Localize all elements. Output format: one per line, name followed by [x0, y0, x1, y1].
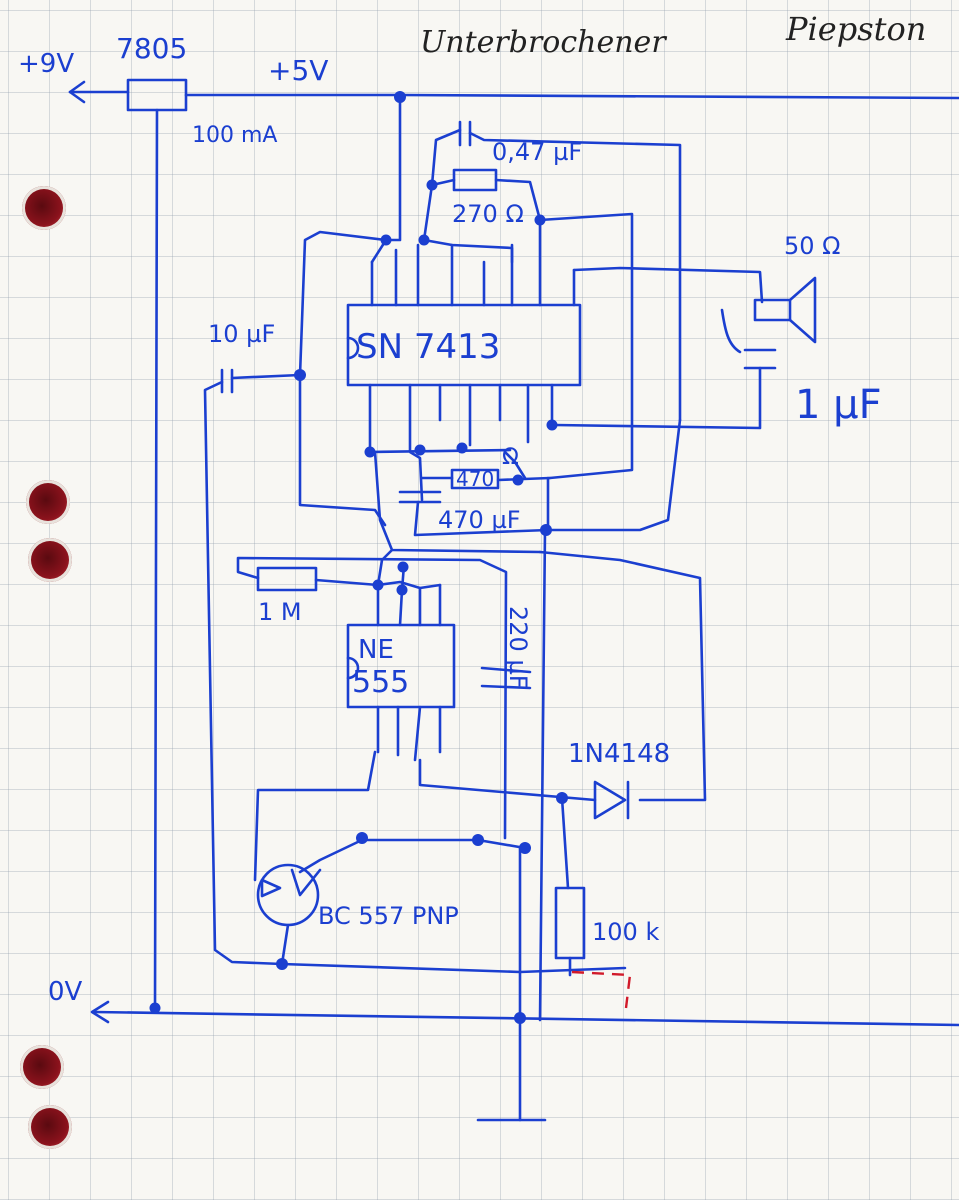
label-res470-unit: Ω	[502, 445, 519, 470]
label-speaker: 50 Ω	[784, 232, 841, 260]
ic1-body	[346, 303, 582, 387]
speaker-cone	[788, 276, 817, 344]
label-ic1: SN 7413	[356, 327, 500, 367]
label-cap047: 0,47 µF	[492, 138, 582, 166]
punch-hole	[22, 186, 66, 230]
label-plus9v: +9V	[18, 49, 74, 79]
ic1-notch	[346, 336, 360, 360]
label-transistor: BC 557 PNP	[318, 902, 459, 930]
label-zero-v: 0V	[48, 977, 83, 1007]
label-res470: 470	[456, 467, 494, 491]
label-reg-current: 100 mA	[192, 123, 277, 148]
label-res1m: 1 M	[258, 598, 302, 626]
resistor-1m	[256, 566, 318, 592]
punch-hole	[26, 480, 70, 524]
label-res270: 270 Ω	[452, 200, 524, 228]
speaker-body	[753, 298, 792, 322]
red-mark	[571, 970, 632, 1009]
regulator-body	[126, 78, 188, 112]
wire	[184, 93, 959, 100]
label-regulator: 7805	[116, 32, 187, 65]
wire	[93, 1010, 959, 1027]
title-part2: Piepston	[785, 10, 926, 48]
resistor-270	[452, 168, 498, 192]
resistor-100k	[554, 886, 586, 960]
label-ic2-line2: 555	[352, 665, 409, 700]
punch-hole	[20, 1045, 64, 1089]
label-cap220: 220 µF	[504, 606, 532, 689]
arrow-head	[90, 1000, 110, 1024]
punch-hole	[28, 1105, 72, 1149]
label-cap470: 470 µF	[438, 506, 521, 534]
arrow-head	[68, 80, 86, 104]
label-cap10: 10 µF	[208, 320, 275, 348]
label-diode: 1N4148	[568, 739, 670, 769]
punch-hole	[28, 538, 72, 582]
label-cap1: 1 µF	[795, 382, 882, 428]
title-part1: Unterbrochener	[420, 25, 667, 60]
wire	[153, 108, 159, 1010]
junction-dots	[149, 91, 568, 1024]
label-plus5v: +5V	[268, 54, 328, 87]
label-ic2-line1: NE	[358, 635, 394, 665]
label-res100k: 100 k	[592, 918, 659, 946]
